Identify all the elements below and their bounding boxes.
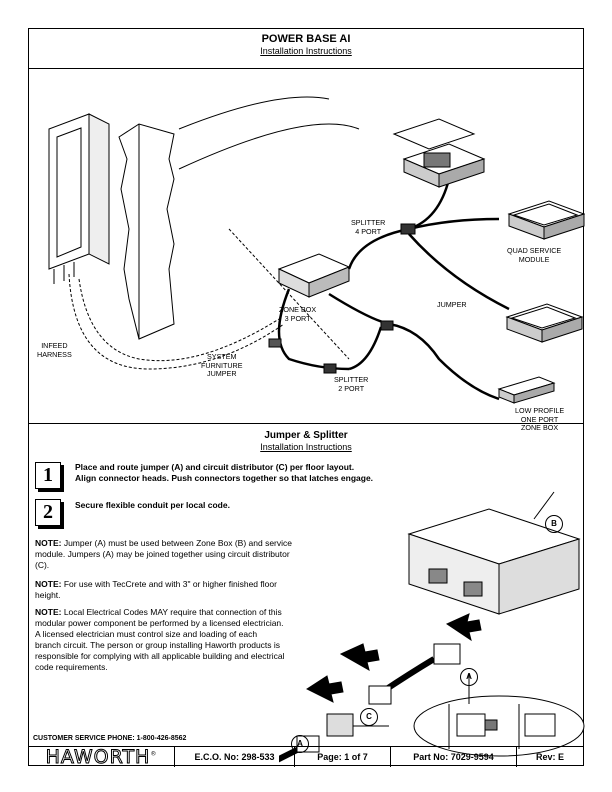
overview-drawing bbox=[48, 96, 586, 404]
logo-text: HAWORTH bbox=[45, 746, 151, 769]
eco-number: E.C.O. No: 298-533 bbox=[175, 747, 295, 767]
callout-a-upper: A bbox=[460, 668, 478, 686]
note-text: For use with TecCrete and with 3" or hig… bbox=[35, 579, 277, 600]
registered-mark: ® bbox=[150, 750, 158, 758]
revision: Rev: E bbox=[535, 752, 564, 762]
note-label: NOTE: bbox=[35, 579, 62, 589]
label-system-furniture-jumper: SYSTEM FURNITURE JUMPER bbox=[201, 352, 243, 378]
note-jumper: NOTE: Jumper (A) must be used between Zo… bbox=[35, 538, 295, 571]
note-teccrete: NOTE: For use with TecCrete and with 3" … bbox=[35, 579, 295, 601]
system-overview-illustration: SPLITTER 4 PORT QUAD SERVICE MODULE ZONE… bbox=[29, 69, 586, 432]
document-header: POWER BASE AI Installation Instructions bbox=[29, 29, 583, 69]
step-2-text: Secure flexible conduit per local code. bbox=[75, 500, 230, 510]
step-1-number: 1 bbox=[35, 462, 61, 489]
jumper-splitter-illustration bbox=[267, 464, 585, 767]
assembly-drawing bbox=[267, 491, 585, 767]
callout-b: B bbox=[545, 515, 563, 533]
haworth-logo: HAWORTH® bbox=[45, 746, 158, 769]
page-number: Page: 1 of 7 bbox=[295, 747, 391, 767]
note-text: Jumper (A) must be used between Zone Box… bbox=[35, 538, 293, 570]
section-title: Jumper & Splitter bbox=[264, 430, 348, 441]
document-title: POWER BASE AI bbox=[261, 33, 351, 45]
label-low-profile-zone-box: LOW PROFILE ONE PORT ZONE BOX bbox=[515, 406, 565, 432]
label-infeed-harness: INFEED HARNESS bbox=[37, 341, 72, 359]
logo-cell: HAWORTH® bbox=[29, 746, 175, 769]
step-2-number: 2 bbox=[35, 499, 61, 526]
document-subtitle: Installation Instructions bbox=[260, 46, 352, 56]
label-splitter-4-port: SPLITTER 4 PORT bbox=[351, 218, 386, 236]
page-frame: POWER BASE AI Installation Instructions bbox=[28, 28, 586, 769]
part-number: Part No: 7029-9594 bbox=[391, 747, 517, 767]
overview-section: POWER BASE AI Installation Instructions bbox=[29, 29, 586, 432]
customer-service-phone: CUSTOMER SERVICE PHONE: 1-800-426-8562 bbox=[33, 735, 187, 742]
jumper-splitter-section: Jumper & Splitter Installation Instructi… bbox=[29, 424, 585, 769]
note-text: Local Electrical Codes MAY require that … bbox=[35, 607, 285, 672]
step-1-text: Place and route jumper (A) and circuit d… bbox=[75, 462, 374, 483]
section-subtitle: Installation Instructions bbox=[260, 442, 352, 452]
callout-a-lower: A bbox=[291, 735, 309, 753]
label-quad-service-module: QUAD SERVICE MODULE bbox=[507, 246, 562, 264]
label-jumper: JUMPER bbox=[437, 300, 467, 309]
callout-c: C bbox=[360, 708, 378, 726]
note-electrical-codes: NOTE: Local Electrical Codes MAY require… bbox=[35, 607, 285, 673]
title-block: HAWORTH® E.C.O. No: 298-533 Page: 1 of 7… bbox=[29, 746, 583, 769]
note-label: NOTE: bbox=[35, 538, 62, 548]
note-label: NOTE: bbox=[35, 607, 62, 617]
label-zone-box-3-port: ZONE BOX 3 PORT bbox=[279, 305, 317, 323]
label-splitter-2-port: SPLITTER 2 PORT bbox=[334, 375, 369, 393]
